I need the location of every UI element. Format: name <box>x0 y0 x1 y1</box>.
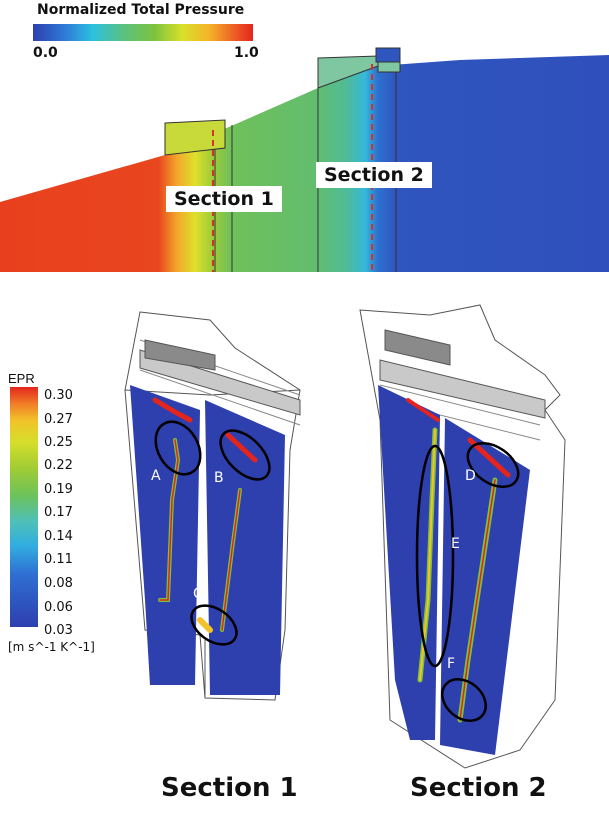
region-label-f: F <box>447 656 456 672</box>
epr-tick-label: 0.25 <box>44 435 73 450</box>
section2-shroud-ribs <box>379 329 546 419</box>
caption-section1: Section 1 <box>161 773 298 803</box>
seal-cavity-1 <box>164 119 226 156</box>
section2-label: Section 2 <box>316 162 432 188</box>
colorbar-max-label: 1.0 <box>234 45 259 61</box>
epr-tick-label: 0.03 <box>44 623 73 638</box>
section1-label: Section 1 <box>166 186 282 212</box>
flow-path-region <box>0 55 609 272</box>
section1-epr-streaks <box>152 397 258 633</box>
epr-tick-label: 0.06 <box>44 600 73 615</box>
epr-tick-label: 0.22 <box>44 458 73 473</box>
epr-tick-label: 0.11 <box>44 552 73 567</box>
caption-section2: Section 2 <box>410 773 547 803</box>
colorbar-title: Normalized Total Pressure <box>37 2 245 18</box>
region-label-e: E <box>451 536 460 552</box>
section1-blade-surfaces <box>130 385 285 695</box>
region-label-c: C <box>193 586 203 602</box>
epr-tick-label: 0.14 <box>44 529 73 544</box>
section2-region-ellipses <box>415 441 520 722</box>
section1-shroud-ribs <box>139 339 301 416</box>
region-label-a: A <box>151 468 161 484</box>
region-label-d: D <box>465 468 476 484</box>
blade-views <box>124 304 566 769</box>
epr-tick-label: 0.27 <box>44 412 73 427</box>
seal-tooth <box>375 47 401 63</box>
section1-region-ellipses <box>154 420 271 646</box>
epr-tick-label: 0.19 <box>44 482 73 497</box>
epr-colorbar <box>10 387 38 627</box>
epr-unit-label: [m s^-1 K^-1] <box>8 640 95 654</box>
colorbar-min-label: 0.0 <box>33 45 58 61</box>
epr-tick-label: 0.17 <box>44 505 73 520</box>
region-label-b: B <box>214 470 224 486</box>
epr-tick-label: 0.08 <box>44 576 73 591</box>
epr-legend-title: EPR <box>8 371 35 386</box>
epr-tick-label: 0.30 <box>44 388 73 403</box>
pressure-colorbar <box>33 24 253 41</box>
meridional-pressure-contour <box>0 47 609 272</box>
